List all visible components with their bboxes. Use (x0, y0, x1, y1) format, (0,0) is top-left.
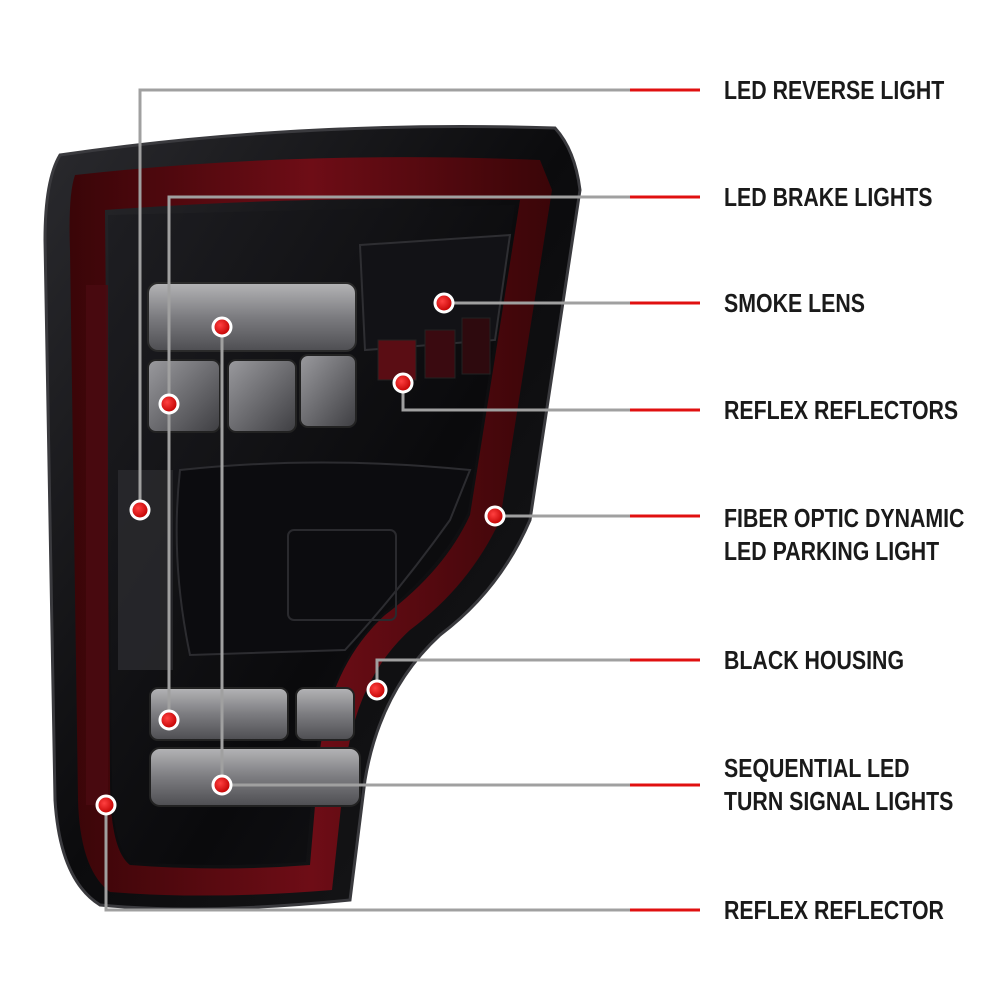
lens-brake-2 (227, 359, 297, 433)
leader-black-housing (375, 658, 700, 690)
label-led-reverse-light: LED REVERSE LIGHT (724, 75, 945, 105)
reflector-slot-1 (377, 339, 417, 381)
lens-turn-2 (295, 687, 355, 741)
label-fiber-optic-parking-light: FIBER OPTIC DYNAMIC LED PARKING LIGHT (724, 503, 965, 566)
label-led-brake-lights: LED BRAKE LIGHTS (724, 182, 933, 212)
lens-brake-3 (299, 354, 357, 428)
dot-smoke-lens (433, 292, 455, 314)
leader-line-accents (630, 88, 700, 912)
leader-reflex-reflector (104, 805, 700, 912)
leader-led-reverse-light (138, 88, 700, 510)
leader-led-brake-lights (167, 195, 700, 720)
lens-turn-3 (149, 747, 361, 807)
label-smoke-lens: SMOKE LENS (724, 288, 865, 318)
label-reflex-reflector: REFLEX REFLECTOR (724, 895, 944, 925)
label-reflex-reflectors: REFLEX REFLECTORS (724, 395, 959, 425)
dot-reflex-reflectors (392, 372, 414, 394)
tail-light-image (43, 125, 582, 911)
dot-sequential-turn-top (211, 316, 233, 338)
dot-led-brake-lights-top (158, 393, 180, 415)
lens-reverse (147, 282, 357, 352)
lens-brake-1 (147, 359, 221, 433)
lens-turn-1 (149, 687, 289, 741)
side-reflector (86, 285, 108, 805)
label-black-housing: BLACK HOUSING (724, 645, 905, 675)
reflector-slot-3 (461, 317, 491, 375)
reflector-slot-2 (424, 329, 456, 379)
center-emblem-recess (287, 529, 397, 621)
center-panel (175, 461, 472, 657)
lens-lower-left (118, 470, 173, 670)
dot-led-reverse-light (129, 499, 151, 521)
callout-dots (95, 292, 506, 816)
dot-fiber-optic (484, 505, 506, 527)
dot-led-brake-lights-bottom (158, 709, 180, 731)
dot-reflex-reflector (95, 794, 117, 816)
dot-sequential-turn-bottom (211, 774, 233, 796)
dot-black-housing (366, 679, 388, 701)
label-sequential-turn-signal: SEQUENTIAL LED TURN SIGNAL LIGHTS (724, 753, 954, 816)
